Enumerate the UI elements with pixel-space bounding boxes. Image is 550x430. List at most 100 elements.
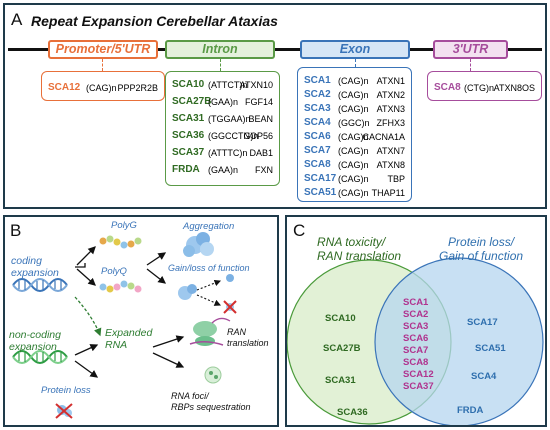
gene-row-sca2: SCA2 (CAG)n ATXN2 [298, 87, 411, 104]
repeat-motif: (CAG)n [338, 132, 369, 142]
mechanism-diagram [12, 232, 237, 419]
gene-line [8, 48, 542, 51]
venn-gene-label: SCA1 [403, 297, 429, 308]
gain-loss-label: Gain/loss of function [168, 263, 250, 273]
noncoding-dna-icon [12, 350, 68, 364]
venn-gene-label: FRDA [457, 405, 484, 416]
gene-symbol: ZFHX3 [376, 118, 405, 128]
polyq-label: PolyQ [101, 266, 127, 277]
gene-symbol: ATXN8 [376, 160, 405, 170]
venn-gene-label: SCA10 [325, 313, 356, 324]
gene-row-sca8: SCA8 (CAG)n ATXN8 [298, 157, 411, 174]
gene-symbol: ATXN1 [376, 76, 405, 86]
panel-a-title: Repeat Expansion Cerebellar Ataxias [31, 13, 278, 29]
gene-symbol: BEAN [248, 114, 273, 124]
gene-name: SCA12 [48, 82, 81, 93]
gene-name: SCA1 [304, 75, 331, 86]
venn-gene-label: SCA17 [467, 317, 498, 328]
gene-symbol: ATXN3 [376, 104, 405, 114]
gene-symbol: TBP [387, 174, 405, 184]
intron-connector [220, 59, 221, 71]
gene-name: SCA27B [172, 96, 212, 107]
intron-header: Intron [165, 40, 275, 59]
protein-loss-title: Protein loss/ Gain of function [439, 235, 524, 263]
gene-symbol: DAB1 [249, 148, 273, 158]
rna-foci-icon [204, 366, 222, 384]
repeat-motif: (ATTCT)n [208, 80, 248, 90]
protein-loss-label: Protein loss [41, 385, 91, 396]
gene-symbol: ATXN7 [376, 146, 405, 156]
repeat-motif: (GGC)n [338, 118, 370, 128]
gene-name: SCA4 [304, 117, 331, 128]
venn-gene-label: SCA27B [323, 343, 361, 354]
exon-connector [355, 59, 356, 67]
repeat-motif: (CAG)n [338, 160, 369, 170]
repeat-motif: (CAG)n [338, 146, 369, 156]
noncoding-expansion-label: non-coding expansion [9, 329, 61, 353]
repeat-motif: (CAG)n [338, 174, 369, 184]
protein-loss-circle [374, 257, 544, 425]
venn-gene-label: SCA8 [403, 357, 429, 368]
panel-b-label: B [10, 221, 22, 240]
gene-name: SCA3 [304, 103, 331, 114]
venn-gene-label: SCA12 [403, 369, 434, 380]
protein-gain-icon [178, 274, 237, 314]
gene-symbol: ATXN10 [239, 80, 273, 90]
aggregation-icon [183, 232, 214, 257]
gene-name: SCA8 [304, 159, 331, 170]
ran-translation-label: RAN translation [227, 327, 269, 348]
gene-name: SCA2 [304, 89, 331, 100]
gene-name: SCA36 [172, 130, 205, 141]
venn-gene-label: SCA7 [403, 345, 429, 356]
repeat-motif: (GAA)n [208, 97, 239, 107]
promoter-5utr-header: Promoter/5'UTR [48, 40, 158, 59]
repeat-motif: (CAG)n [338, 188, 369, 198]
gene-name: SCA51 [304, 187, 337, 198]
gene-name: SCA7 [304, 145, 331, 156]
gene-name: FRDA [172, 164, 200, 175]
gene-symbol: FXN [255, 165, 273, 175]
aggregation-label: Aggregation [183, 221, 235, 232]
gene-symbol: ATXN8OS [493, 83, 535, 93]
venn-gene-label: SCA4 [471, 371, 497, 382]
gene-name: SCA31 [172, 113, 205, 124]
repeat-motif: (CAG)n [338, 104, 369, 114]
panel-c-label: C [293, 221, 306, 240]
repeat-motif: (GGCCTG)n [208, 131, 259, 141]
polyq-chain-icon [99, 280, 142, 293]
venn-gene-label: SCA2 [403, 309, 429, 320]
ribosome-icon [189, 317, 231, 346]
gene-name: SCA8 [434, 82, 461, 93]
gene-symbol: PPP2R2B [117, 83, 158, 93]
venn-gene-label: SCA3 [403, 321, 429, 332]
coding-dna-icon [12, 278, 68, 292]
panel-a: A Repeat Expansion Cerebellar Ataxias Pr… [3, 3, 547, 209]
gene-row-sca4: SCA4 (GGC)n ZFHX3 [298, 115, 411, 132]
repeat-motif: (CAG)n [338, 90, 369, 100]
gene-name: SCA37 [172, 147, 205, 158]
gene-symbol: ATXN2 [376, 90, 405, 100]
repeat-motif: (TGGAA)n [208, 114, 251, 124]
gene-symbol: THAP11 [371, 188, 405, 198]
panel-c: C RNA toxicity/ RAN translation Protein … [285, 215, 547, 427]
gene-name: SCA6 [304, 131, 331, 142]
polyg-chain-icon [99, 235, 142, 249]
gene-symbol: NOP56 [243, 131, 273, 141]
venn-gene-label: SCA37 [403, 381, 434, 392]
venn-gene-label: SCA51 [475, 343, 506, 354]
gene-row-sca7: SCA7 (CAG)n ATXN7 [298, 143, 411, 160]
repeat-motif: (CAG)n [86, 83, 117, 93]
exon-header: Exon [300, 40, 410, 59]
polyg-label: PolyG [111, 220, 137, 231]
panel-a-label: A [11, 10, 23, 29]
gene-row-sca3: SCA3 (CAG)n ATXN3 [298, 101, 411, 118]
gene-name: SCA17 [304, 173, 337, 184]
